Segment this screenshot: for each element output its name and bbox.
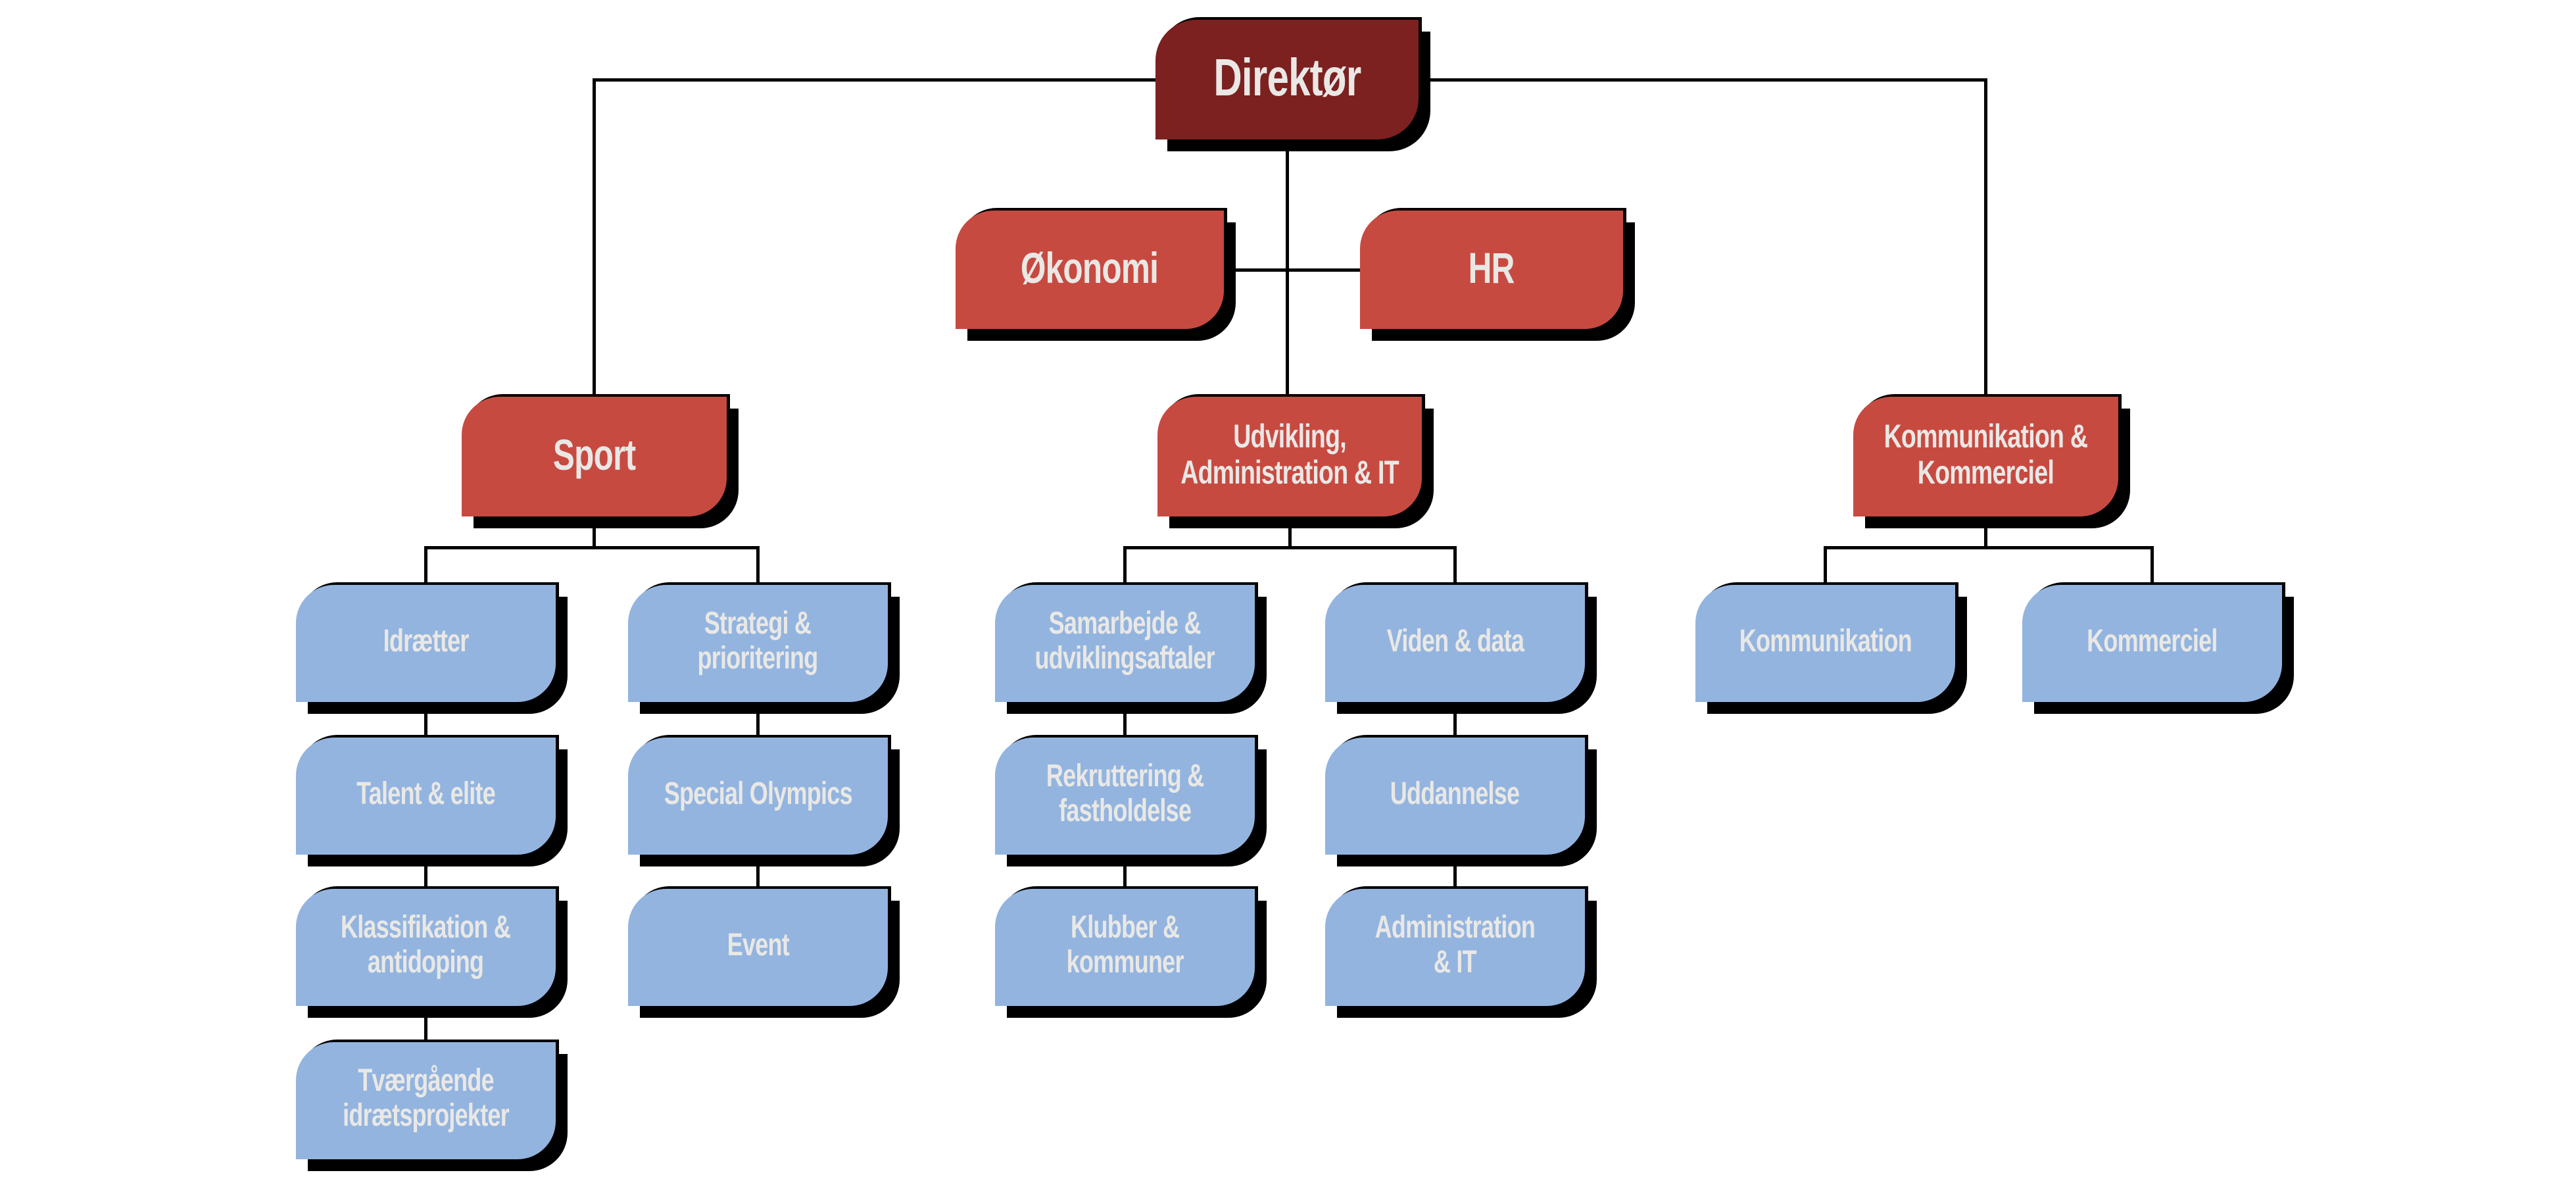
connector-komm-colA-drop	[1824, 546, 1827, 585]
node-special-olympics: Special Olympics	[628, 738, 888, 855]
connector-komm-stem	[1984, 516, 1987, 546]
node-label: Samarbejde & udviklingsaftaler	[1034, 606, 1215, 676]
node-klubber-kommuner: Klubber & kommuner	[995, 889, 1255, 1006]
node-label: Uddannelse	[1390, 776, 1520, 811]
node-label: Talent & elite	[356, 776, 496, 811]
node-rekruttering-fastholdelse: Rekruttering & fastholdelse	[995, 738, 1255, 855]
node-uddannelse: Uddannelse	[1325, 738, 1585, 855]
node-sport: Sport	[462, 397, 727, 516]
node-label: Klassifikation & antidoping	[341, 910, 511, 980]
node-label: Special Olympics	[664, 776, 852, 811]
connector-staff-horizontal	[1224, 268, 1360, 272]
connector-row	[756, 855, 760, 889]
node-idraetter: Idrætter	[296, 585, 556, 702]
connector-sport-branch	[424, 546, 760, 549]
connector-udvikling-stem	[1288, 516, 1292, 546]
connector-row	[424, 702, 427, 738]
node-label: Rekruttering & fastholdelse	[1046, 759, 1204, 828]
node-udvikling-administration-it: Udvikling, Administration & IT	[1157, 397, 1422, 516]
node-label: Administration & IT	[1374, 910, 1536, 980]
node-label: Økonomi	[1021, 243, 1159, 292]
connector-left-drop	[593, 78, 596, 397]
connector-right-drop	[1984, 78, 1987, 397]
node-label: Direktør	[1213, 48, 1361, 107]
node-samarbejde-udviklingsaftaler: Samarbejde & udviklingsaftaler	[995, 585, 1255, 702]
connector-udvikling-colA-drop	[1123, 546, 1127, 585]
connector-udvikling-branch	[1123, 546, 1457, 549]
connector-row	[1453, 855, 1457, 889]
connector-udvikling-colB-drop	[1453, 546, 1457, 585]
connector-row	[756, 702, 760, 738]
node-label: Udvikling, Administration & IT	[1180, 418, 1399, 491]
node-administration-it: Administration & IT	[1325, 889, 1585, 1006]
node-label: Kommunikation & Kommerciel	[1883, 418, 2088, 491]
node-label: Event	[727, 927, 789, 963]
node-label: Sport	[552, 430, 636, 479]
connector-center-drop	[1286, 139, 1289, 397]
connector-sport-colA-drop	[424, 546, 427, 585]
node-label: Viden & data	[1386, 623, 1524, 659]
connector-row	[424, 855, 427, 889]
node-label: Strategi & prioritering	[697, 606, 819, 676]
node-kommerciel: Kommerciel	[2022, 585, 2282, 702]
connector-sport-colB-drop	[756, 546, 760, 585]
node-event: Event	[628, 889, 888, 1006]
node-label: Klubber & kommuner	[1066, 910, 1184, 980]
connector-row	[1123, 855, 1127, 889]
connector-row	[424, 1006, 427, 1042]
node-label: HR	[1468, 243, 1515, 292]
node-strategi-prioritering: Strategi & prioritering	[628, 585, 888, 702]
node-label: Kommunikation	[1739, 623, 1912, 659]
connector-sport-stem	[593, 516, 596, 546]
node-tvaergaaende-idraetsprojekter: Tværgående idrætsprojekter	[296, 1042, 556, 1159]
node-hr: HR	[1360, 211, 1623, 329]
node-label: Kommerciel	[2087, 623, 2218, 659]
connector-komm-branch	[1824, 546, 2154, 549]
node-kommunikation: Kommunikation	[1695, 585, 1955, 702]
node-label: Tværgående idrætsprojekter	[343, 1063, 510, 1133]
node-kommunikation-kommerciel: Kommunikation & Kommerciel	[1853, 397, 2118, 516]
connector-komm-colB-drop	[2151, 546, 2154, 585]
connector-row	[1453, 702, 1457, 738]
node-viden-data: Viden & data	[1325, 585, 1585, 702]
connector-row	[1123, 702, 1127, 738]
node-okonomi: Økonomi	[956, 211, 1224, 329]
node-talent-elite: Talent & elite	[296, 738, 556, 855]
node-label: Idrætter	[383, 623, 469, 659]
node-klassifikation-antidoping: Klassifikation & antidoping	[296, 889, 556, 1006]
node-direktor: Direktør	[1155, 20, 1419, 139]
